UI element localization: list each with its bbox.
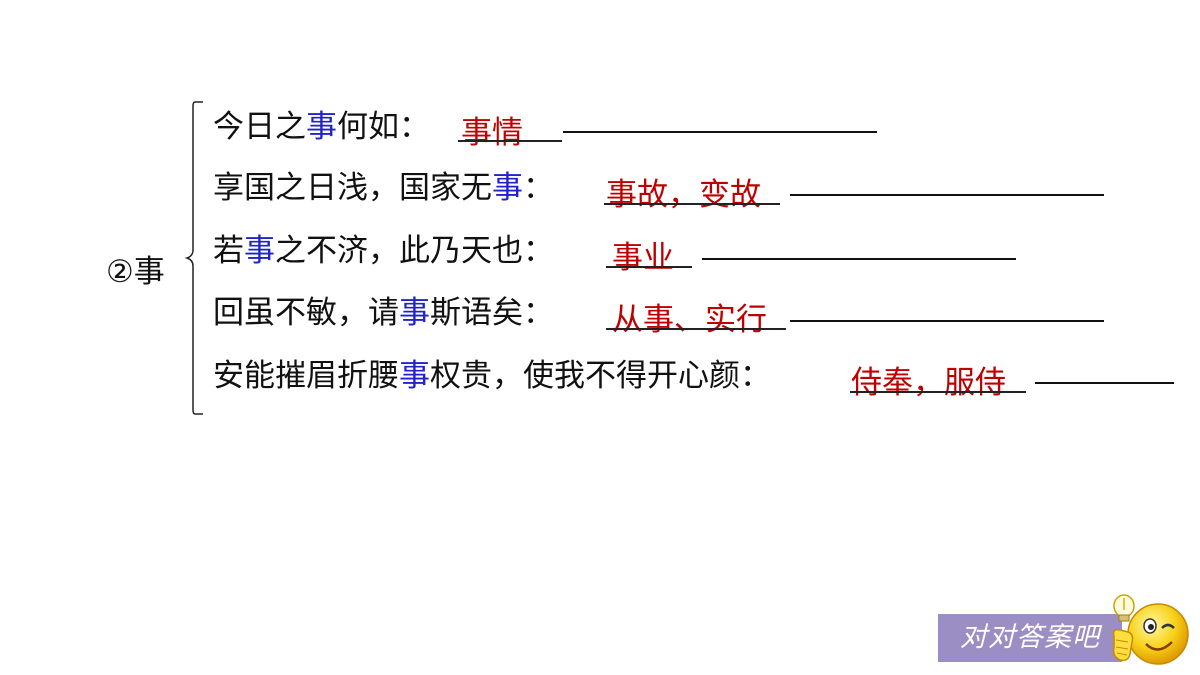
row-3-suffix: 之不济，此乃天也： — [275, 233, 554, 269]
row-4-blank-line — [790, 320, 1104, 322]
row-5-blank-line — [1035, 382, 1174, 384]
row-4-answer-underline — [606, 328, 786, 330]
row-1-prefix: 今日之 — [213, 109, 306, 145]
row-5-answer: 侍奉，服侍 — [851, 365, 1006, 401]
row-5-suffix: 权贵，使我不得开心颜： — [430, 358, 771, 394]
row-3-prefix: 若 — [213, 233, 244, 269]
row-4: 回虽不敏，请事斯语矣： — [213, 291, 554, 335]
row-1-suffix: 何如： — [337, 109, 430, 145]
row-2-prefix: 享国之日浅，国家无 — [213, 170, 492, 206]
smiley-lightbulb-icon — [1112, 594, 1189, 665]
row-1-blank-line — [563, 131, 877, 133]
row-2-answer: 事故，变故 — [606, 177, 761, 213]
row-5-prefix: 安能摧眉折腰 — [213, 358, 399, 394]
row-1-keyword: 事 — [306, 109, 337, 145]
row-1-answer-underline — [458, 140, 562, 142]
row-1-answer: 事情 — [461, 115, 523, 151]
row-4-prefix: 回虽不敏，请 — [213, 295, 399, 331]
row-2-suffix: ： — [523, 170, 554, 206]
item-label: ②事 — [106, 254, 165, 290]
row-2-blank-line — [790, 194, 1104, 196]
check-answers-button[interactable]: 对对答案吧 — [938, 614, 1122, 662]
row-3-blank-line — [702, 258, 1016, 260]
row-3-answer-underline — [606, 266, 692, 268]
row-2: 享国之日浅，国家无事： — [213, 166, 554, 210]
row-4-answer: 从事、实行 — [612, 302, 767, 338]
row-5-answer-underline — [850, 391, 1026, 393]
row-3-answer: 事业 — [612, 240, 674, 276]
row-3: 若事之不济，此乃天也： — [213, 229, 554, 273]
row-2-keyword: 事 — [492, 170, 523, 206]
row-3-keyword: 事 — [244, 233, 275, 269]
row-4-keyword: 事 — [399, 295, 430, 331]
row-4-suffix: 斯语矣： — [430, 295, 554, 331]
brace-icon — [184, 101, 203, 415]
row-2-answer-underline — [604, 203, 780, 205]
row-5-keyword: 事 — [399, 358, 430, 394]
row-1: 今日之事何如： — [213, 105, 430, 149]
row-5: 安能摧眉折腰事权贵，使我不得开心颜： — [213, 354, 771, 398]
